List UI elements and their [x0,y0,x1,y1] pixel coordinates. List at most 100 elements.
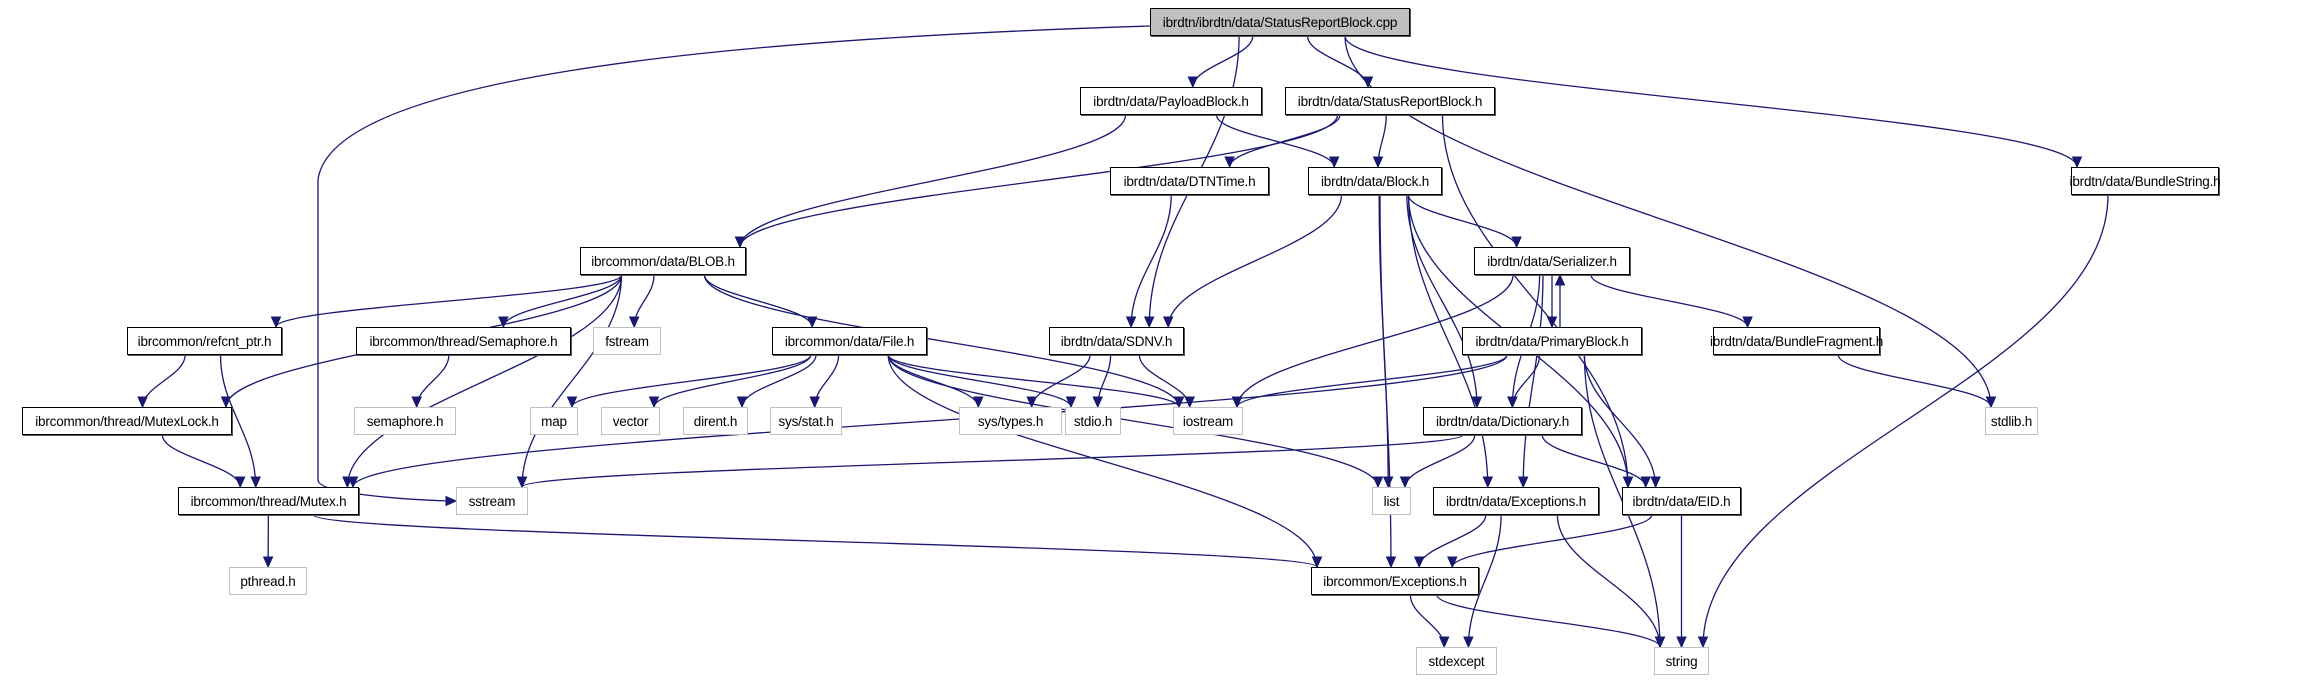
edge-root-to-sstream [317,25,1151,502]
graph-node-map[interactable]: map [530,407,578,435]
graph-node-semaphore-sys[interactable]: semaphore.h [354,407,456,435]
graph-node-string[interactable]: string [1654,647,1709,675]
graph-node-mutex[interactable]: ibrcommon/thread/Mutex.h [178,487,359,515]
graph-node-root[interactable]: ibrdtn/ibrdtn/data/StatusReportBlock.cpp [1150,8,1410,36]
edge-file-to-vector [653,354,812,408]
arrowhead-serializer-to-bundlefragment [1742,316,1753,329]
arrowhead-file-to-vector [648,396,660,409]
graph-node-eid[interactable]: ibrdtn/data/EID.h [1622,487,1741,515]
edge-primaryblock-to-iostream [1236,354,1508,408]
edge-root-to-statusreportblock_h [1306,35,1369,88]
edge-commonexceptions-to-string [1436,594,1661,648]
graph-node-refcnt[interactable]: ibrcommon/refcnt_ptr.h [127,327,282,355]
arrowhead-dtnexceptions-to-commonexceptions [1413,556,1425,569]
arrowhead-block-to-sdnv [1162,316,1174,329]
edge-serializer-to-dtnexceptions [1522,274,1544,488]
edge-blob-to-sstream [521,274,623,488]
graph-node-stdexcept[interactable]: stdexcept [1416,647,1497,675]
graph-node-bundlestring[interactable]: ibrdtn/data/BundleString.h [2070,167,2221,195]
edge-blob-to-mutex [346,274,623,488]
edge-blob-to-semaphore_h [502,274,623,328]
arrowhead-serializer-to-primaryblock [1546,316,1558,329]
graph-node-blob[interactable]: ibrcommon/data/BLOB.h [580,247,746,275]
arrowhead-block-to-dtnexceptions [1482,476,1494,489]
edge-file-to-dirent [741,354,817,408]
graph-node-sstream[interactable]: sstream [456,487,528,515]
edge-serializer-to-bundlefragment [1590,274,1749,328]
arrowhead-mutex-to-commonexceptions [1311,556,1323,569]
edge-block-to-sdnv [1167,194,1343,328]
graph-node-dtntime[interactable]: ibrdtn/data/DTNTime.h [1110,167,1269,195]
arrowhead-file-to-list [1372,476,1384,489]
graph-node-mutexlock[interactable]: ibrcommon/thread/MutexLock.h [22,407,232,435]
graph-node-sysstat[interactable]: sys/stat.h [770,407,842,435]
graph-node-dictionary[interactable]: ibrdtn/data/Dictionary.h [1423,407,1582,435]
graph-node-semaphore-h[interactable]: ibrcommon/thread/Semaphore.h [356,327,571,355]
arrowhead-commonexceptions-to-stdexcept [1438,636,1450,649]
arrowhead-dictionary-to-list [1399,476,1411,489]
graph-node-dtnexceptions[interactable]: ibrdtn/data/Exceptions.h [1433,487,1599,515]
graph-node-sdnv[interactable]: ibrdtn/data/SDNV.h [1049,327,1184,355]
graph-node-file[interactable]: ibrcommon/data/File.h [772,327,927,355]
arrowhead-refcnt-to-mutex [250,476,261,489]
graph-node-serializer[interactable]: ibrdtn/data/Serializer.h [1474,247,1630,275]
arrowhead-root-to-payloadblock [1187,76,1199,89]
graph-node-systypes[interactable]: sys/types.h [959,407,1062,435]
arrowhead-file-to-iostream [1173,396,1185,409]
arrowhead-statusreportblock_h-to-block [1372,156,1384,169]
graph-node-iostream[interactable]: iostream [1173,407,1243,435]
arrowhead-block-to-eid [1622,476,1634,489]
graph-node-dirent[interactable]: dirent.h [683,407,748,435]
arrowhead-dtnexceptions-to-stdexcept [1463,636,1474,649]
arrowhead-block-to-commonexceptions [1385,556,1397,569]
graph-node-stdio[interactable]: stdio.h [1065,407,1121,435]
edge-dtnexceptions-to-string [1556,514,1661,648]
edge-root-to-bundlestring [1344,35,2078,168]
graph-node-list[interactable]: list [1372,487,1411,515]
edge-eid-to-commonexceptions [1451,514,1653,568]
edge-semaphore_h-to-semaphore_sys [416,354,450,408]
edge-primaryblock-to-mutex [352,354,1508,488]
arrowhead-blob-to-fstream [628,316,640,329]
graph-node-commonexceptions[interactable]: ibrcommon/Exceptions.h [1311,567,1479,595]
graph-node-primaryblock[interactable]: ibrdtn/data/PrimaryBlock.h [1462,327,1642,355]
arrowhead-blob-to-refcnt [270,316,282,329]
arrowhead-sdnv-to-systypes [1026,396,1037,409]
edge-payloadblock-to-blob [739,114,1127,248]
arrowhead-refcnt-to-mutexlock [137,396,148,409]
arrowhead-file-to-dirent [736,396,748,409]
edge-blob-to-refcnt [275,274,623,328]
arrowhead-file-to-map [566,396,578,409]
edge-commonexceptions-to-stdexcept [1409,594,1445,648]
arrowhead-serializer-to-dtnexceptions [1517,476,1529,489]
graph-node-stdlib[interactable]: stdlib.h [1985,407,2038,435]
arrowhead-root-to-sdnv [1143,316,1155,329]
graph-node-statusreportblock-h[interactable]: ibrdtn/data/StatusReportBlock.h [1285,87,1495,115]
arrowhead-payloadblock-to-block [1328,156,1340,169]
edge-mutex-to-commonexceptions [313,514,1318,568]
arrowhead-statusreportblock_h-to-dtntime [1224,156,1235,169]
edge-dtntime-to-sdnv [1130,194,1172,328]
arrowhead-blob-to-file [806,316,818,329]
graph-node-vector[interactable]: vector [601,407,660,435]
edge-dictionary-to-eid [1541,434,1647,488]
arrowhead-primaryblock-to-eid [1650,476,1661,489]
arrowhead-sdnv-to-stdio [1092,396,1103,409]
graph-node-fstream[interactable]: fstream [593,327,661,355]
graph-node-payloadblock[interactable]: ibrdtn/data/PayloadBlock.h [1080,87,1262,115]
arrowhead-statusreportblock_h-to-blob [734,236,746,249]
arrowhead-root-to-statusreportblock_h [1362,76,1374,89]
graph-node-block[interactable]: ibrdtn/data/Block.h [1308,167,1442,195]
edge-file-to-list [887,354,1379,488]
edge-block-to-dtnexceptions [1407,194,1489,488]
arrowhead-semaphore_h-to-semaphore_sys [411,396,422,409]
edge-statusreportblock_h-to-eid [1441,114,1629,488]
edge-statusreportblock_h-to-blob [739,114,1339,248]
arrowhead-dtntime-to-sdnv [1125,316,1137,329]
arrowhead-commonexceptions-to-string [1654,636,1666,649]
graph-node-bundlefragment[interactable]: ibrdtn/data/BundleFragment.h [1710,327,1883,355]
edge-bundlefragment-to-stdlib [1837,354,1992,408]
graph-node-pthread[interactable]: pthread.h [229,567,307,595]
edge-file-to-map [571,354,812,408]
